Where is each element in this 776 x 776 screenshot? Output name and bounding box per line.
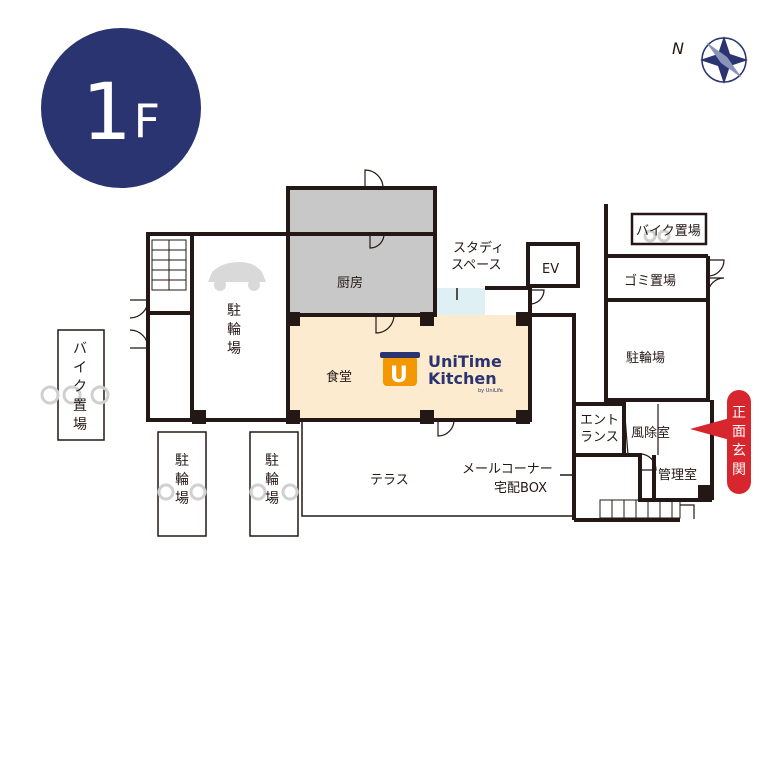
char: 場	[73, 417, 87, 433]
entrance-hall-label-2: ランス	[580, 430, 619, 445]
stairs-right	[599, 499, 681, 519]
char: 輪	[175, 472, 189, 488]
thin-lines	[57, 288, 574, 537]
char: 場	[227, 341, 241, 357]
char: 置	[73, 398, 87, 414]
bicycle-right-label: 駐輪場	[626, 350, 665, 366]
char: ク	[73, 379, 87, 395]
garbage-label: ゴミ置場	[624, 273, 676, 289]
char: 駐	[265, 453, 279, 469]
char: イ	[73, 360, 87, 376]
bike-top-label: バイク置場	[636, 224, 701, 239]
logo-by-text: by UniLife	[478, 388, 503, 394]
compass-north-label: N	[672, 39, 684, 58]
doors	[129, 169, 725, 519]
char: バ	[73, 341, 87, 357]
office-label: 管理室	[658, 467, 697, 483]
entrance-hall-label-1: エント	[580, 413, 619, 428]
study-space-area	[435, 288, 485, 315]
compass-icon: N	[672, 36, 748, 84]
bicycle-left-label: 駐 輪 場	[227, 302, 241, 359]
bicycle-icons	[40, 229, 671, 501]
bike-left-label: バ イ ク 置 場	[73, 340, 87, 435]
kitchen-label: 厨房	[337, 275, 363, 291]
char: 場	[265, 491, 279, 507]
stairs-left	[151, 239, 187, 291]
mail-label-2: 宅配BOX	[494, 481, 547, 496]
char: 駐	[227, 303, 241, 319]
char: 玄	[732, 443, 746, 459]
floor-number: 1	[81, 68, 132, 158]
dining-label: 食堂	[326, 369, 352, 385]
bicycle-bottom2-label: 駐 輪 場	[265, 452, 279, 509]
terrace-label: テラス	[370, 473, 409, 488]
char: 場	[175, 491, 189, 507]
unitime-kitchen-logo: U UniTime Kitchen by UniLife	[380, 352, 503, 394]
study-label-2: スペース	[451, 258, 501, 273]
windbreak-label: 風除室	[631, 425, 670, 441]
main-entrance-label: 正 面 玄 関	[727, 390, 751, 494]
columns	[192, 312, 712, 499]
ev-label: EV	[542, 262, 559, 277]
bicycle-bottom1-label: 駐 輪 場	[175, 452, 189, 509]
char: 面	[732, 424, 746, 440]
floor-badge: 1 F	[41, 28, 201, 188]
logo-top-text: UniTime	[428, 352, 502, 371]
char: 駐	[175, 453, 189, 469]
char: 輪	[265, 472, 279, 488]
car-icon	[208, 262, 266, 291]
mail-label-1: メールコーナー	[462, 462, 553, 477]
logo-mark: U	[390, 363, 408, 388]
kitchen-area	[288, 188, 435, 315]
study-label-1: スタディ	[453, 240, 504, 256]
floor-suffix: F	[133, 94, 161, 148]
logo-bottom-text: Kitchen	[428, 369, 497, 388]
char: 輪	[227, 322, 241, 338]
entrance-arrow-icon	[690, 418, 730, 440]
char: 正	[732, 405, 746, 421]
char: 関	[732, 462, 746, 478]
